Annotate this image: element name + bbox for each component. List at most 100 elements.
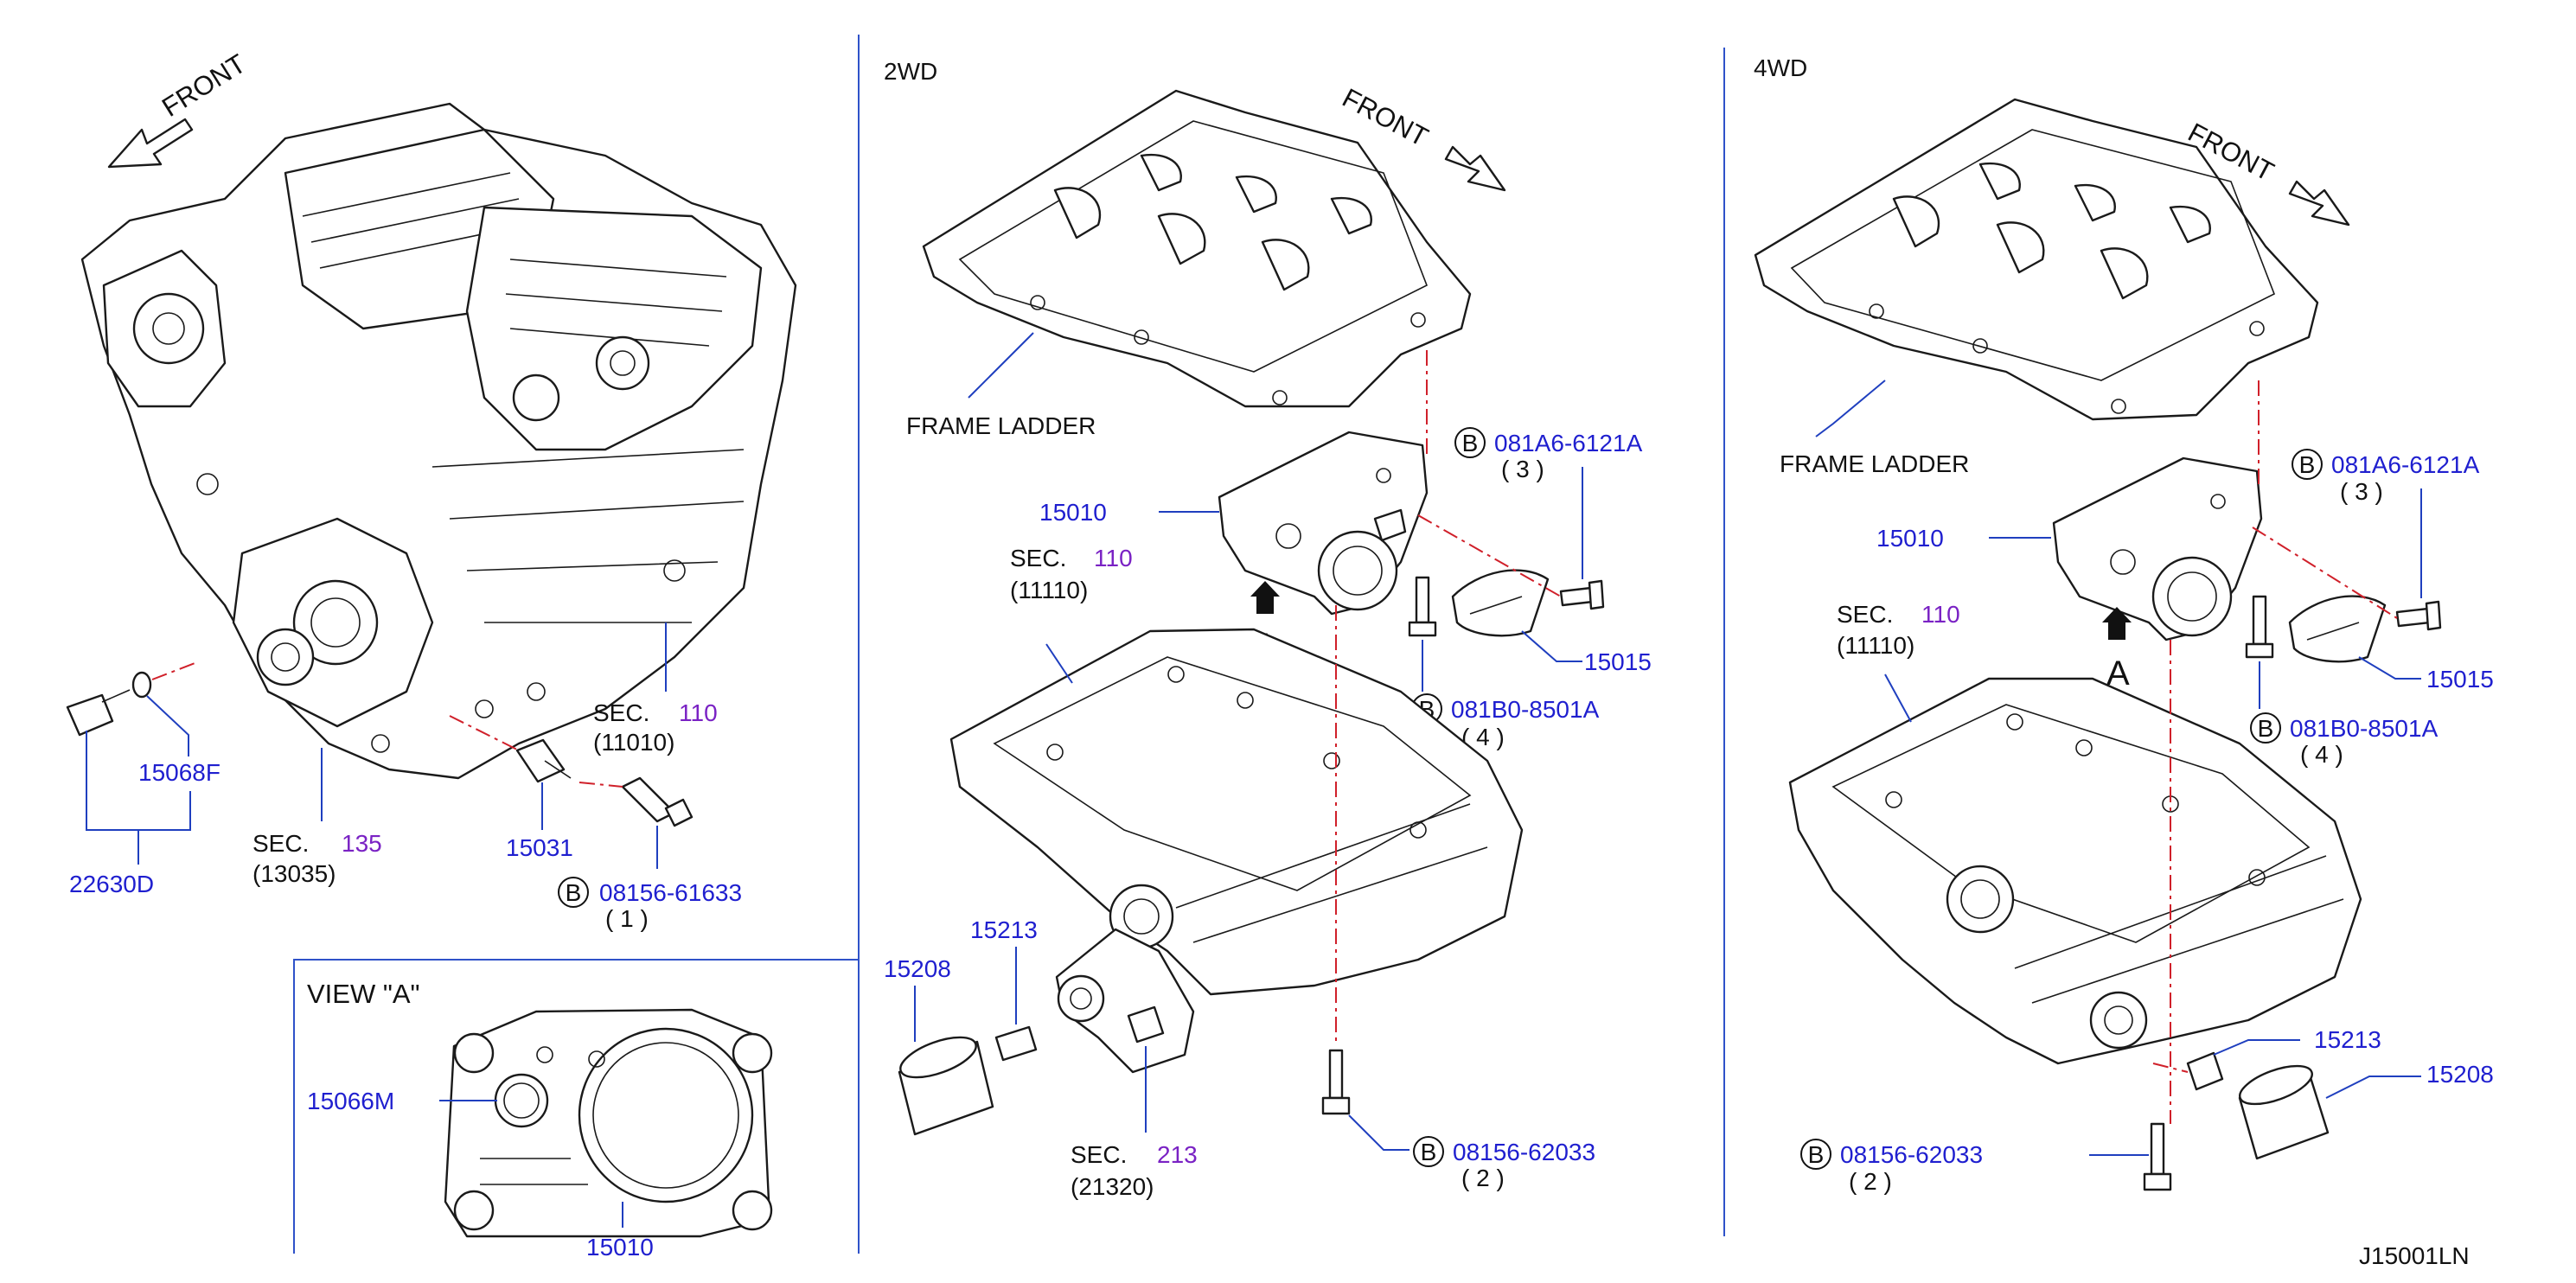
part-15031[interactable]: 15031 bbox=[506, 834, 573, 861]
bolt-081a6-4wd bbox=[2395, 600, 2442, 631]
qty-2-4wd: ( 2 ) bbox=[1849, 1168, 1892, 1195]
connector-15213-4wd bbox=[2186, 1051, 2224, 1091]
part-15015-4wd[interactable]: 15015 bbox=[2426, 666, 2494, 693]
leader-frame-ladder-4wd bbox=[1815, 380, 1886, 437]
leader-frame-ladder-2wd bbox=[968, 332, 1034, 399]
svg-text:B: B bbox=[1462, 430, 1479, 456]
variant-4wd: 4WD bbox=[1754, 54, 1807, 81]
variant-2wd: 2WD bbox=[884, 58, 937, 85]
sec-110-link-2wd[interactable]: 110 bbox=[1094, 545, 1133, 571]
bolt-marker-62033-4wd: B bbox=[1800, 1139, 1831, 1170]
bolt-081b0-4wd bbox=[2245, 595, 2274, 659]
svg-text:B: B bbox=[1808, 1141, 1825, 1168]
sec-110-sub-2wd: (11110) bbox=[1010, 577, 1088, 603]
centerline-filter-4wd bbox=[2152, 1063, 2189, 1073]
part-15015-2wd[interactable]: 15015 bbox=[1584, 648, 1652, 675]
oil-filter-15208-4wd bbox=[2238, 1064, 2330, 1160]
bolt-08156-62033-4wd-part bbox=[2143, 1122, 2172, 1191]
part-15010-4wd[interactable]: 15010 bbox=[1876, 525, 1944, 552]
sec-110-link-4wd[interactable]: 110 bbox=[1921, 601, 1960, 628]
part-15213-2wd[interactable]: 15213 bbox=[970, 916, 1038, 943]
oil-cooler-2wd bbox=[1055, 928, 1195, 1074]
frame-ladder-label-4wd: FRAME LADDER bbox=[1780, 450, 1969, 477]
sec-213-link[interactable]: 213 bbox=[1157, 1141, 1198, 1168]
front-arrow-left: FRONT bbox=[107, 48, 251, 169]
bolt-part-left bbox=[578, 776, 694, 827]
part-15068f[interactable]: 15068F bbox=[138, 759, 221, 786]
sec-110-sub-left: (11010) bbox=[593, 729, 674, 756]
oil-pressure-switch-part bbox=[66, 661, 198, 737]
bolt-08156-62033-4wd[interactable]: 08156-62033 bbox=[1840, 1141, 1983, 1168]
oil-filter-15208-2wd bbox=[898, 1036, 994, 1136]
bolt-081a6-6121a-4wd[interactable]: 081A6-6121A bbox=[2331, 451, 2480, 478]
view-a-title: VIEW "A" bbox=[307, 979, 420, 1009]
leader-15208-4wd bbox=[2325, 1076, 2421, 1099]
oil-temp-sensor-part bbox=[449, 715, 572, 783]
leader-15213-4wd bbox=[2213, 1039, 2300, 1056]
part-15010-view[interactable]: 15010 bbox=[586, 1234, 654, 1261]
oil-pan-4wd bbox=[1788, 677, 2362, 1065]
leader-15015-4wd bbox=[2358, 656, 2421, 680]
diagram-code: J15001LN bbox=[2359, 1242, 2470, 1269]
sec-135-sub: (13035) bbox=[252, 860, 336, 887]
part-15213-4wd[interactable]: 15213 bbox=[2314, 1026, 2381, 1053]
leader-sec110-4wd bbox=[1884, 673, 1912, 723]
frame-ladder-4wd bbox=[1754, 98, 2319, 421]
front-label-left: FRONT bbox=[157, 48, 251, 123]
sec-135-label: SEC. bbox=[252, 830, 309, 857]
qty-2-2wd: ( 2 ) bbox=[1461, 1165, 1505, 1191]
svg-text:B: B bbox=[2258, 715, 2274, 742]
part-15208-2wd[interactable]: 15208 bbox=[884, 955, 951, 982]
part-15208-4wd[interactable]: 15208 bbox=[2426, 1061, 2494, 1088]
oil-pump-2wd bbox=[1218, 431, 1429, 616]
view-a-frame bbox=[293, 959, 859, 1254]
baffle-15015-2wd bbox=[1451, 569, 1550, 637]
bolt-marker-081a6-2wd: B bbox=[1454, 427, 1486, 458]
frame-ladder-label-2wd: FRAME LADDER bbox=[906, 412, 1096, 439]
connector-15213-2wd bbox=[994, 1025, 1038, 1062]
centerline-081a6-2wd bbox=[1417, 514, 1562, 597]
sec-110-label-2wd: SEC. bbox=[1010, 545, 1066, 571]
bolt-081a6-6121a-2wd[interactable]: 081A6-6121A bbox=[1494, 430, 1643, 456]
bolt-081b0-8501a-4wd[interactable]: 081B0-8501A bbox=[2290, 715, 2439, 742]
leader-08156-62033-2wd bbox=[1348, 1114, 1409, 1151]
bolt-081b0-2wd bbox=[1408, 576, 1437, 637]
svg-text:B: B bbox=[566, 879, 582, 906]
bolt-081b0-8501a-2wd[interactable]: 081B0-8501A bbox=[1451, 696, 1600, 723]
sec-110-sub-4wd: (11110) bbox=[1837, 632, 1914, 659]
qty-3-4wd: ( 3 ) bbox=[2340, 478, 2383, 505]
leader-15015-2wd bbox=[1521, 630, 1582, 662]
engine-assembly-illustration bbox=[80, 102, 797, 780]
qty-4-4wd: ( 4 ) bbox=[2300, 741, 2343, 768]
frame-ladder-2wd bbox=[922, 89, 1472, 408]
part-22630d[interactable]: 22630D bbox=[69, 871, 154, 897]
sec-213-sub: (21320) bbox=[1071, 1173, 1154, 1200]
qty-3-2wd: ( 3 ) bbox=[1501, 456, 1544, 482]
sec-213-label: SEC. bbox=[1071, 1141, 1127, 1168]
centerline-pan-4wd bbox=[2170, 380, 2260, 1124]
svg-text:B: B bbox=[1421, 1139, 1437, 1165]
bolt-08156-61633[interactable]: 08156-61633 bbox=[599, 879, 742, 906]
baffle-15015-4wd bbox=[2288, 595, 2387, 663]
centerline-pan-2wd bbox=[1335, 350, 1428, 1046]
bolt-marker-left: B bbox=[558, 877, 589, 908]
sec-135-link[interactable]: 135 bbox=[342, 830, 382, 857]
leader-15068f bbox=[146, 695, 189, 756]
bolt-marker-62033-2wd: B bbox=[1413, 1136, 1444, 1167]
oil-pump-view-a-illustration bbox=[444, 1008, 773, 1238]
svg-text:B: B bbox=[2299, 451, 2316, 478]
oil-pump-4wd bbox=[2052, 456, 2263, 642]
leader-sec110-2wd bbox=[1045, 643, 1073, 684]
bolt-08156-62033-2wd[interactable]: 08156-62033 bbox=[1453, 1139, 1595, 1165]
qty-1: ( 1 ) bbox=[605, 905, 649, 932]
sec-110-label-left: SEC. bbox=[593, 699, 649, 726]
oil-pan-2wd bbox=[949, 628, 1524, 996]
bolt-081a6-2wd bbox=[1559, 579, 1605, 610]
part-15066m[interactable]: 15066M bbox=[307, 1088, 394, 1114]
bolt-marker-081a6-4wd: B bbox=[2292, 449, 2323, 480]
bolt-marker-081b0-4wd: B bbox=[2250, 712, 2281, 744]
sec-110-link-left[interactable]: 110 bbox=[679, 699, 718, 726]
sec-110-label-4wd: SEC. bbox=[1837, 601, 1893, 628]
part-15010-2wd[interactable]: 15010 bbox=[1039, 499, 1107, 526]
